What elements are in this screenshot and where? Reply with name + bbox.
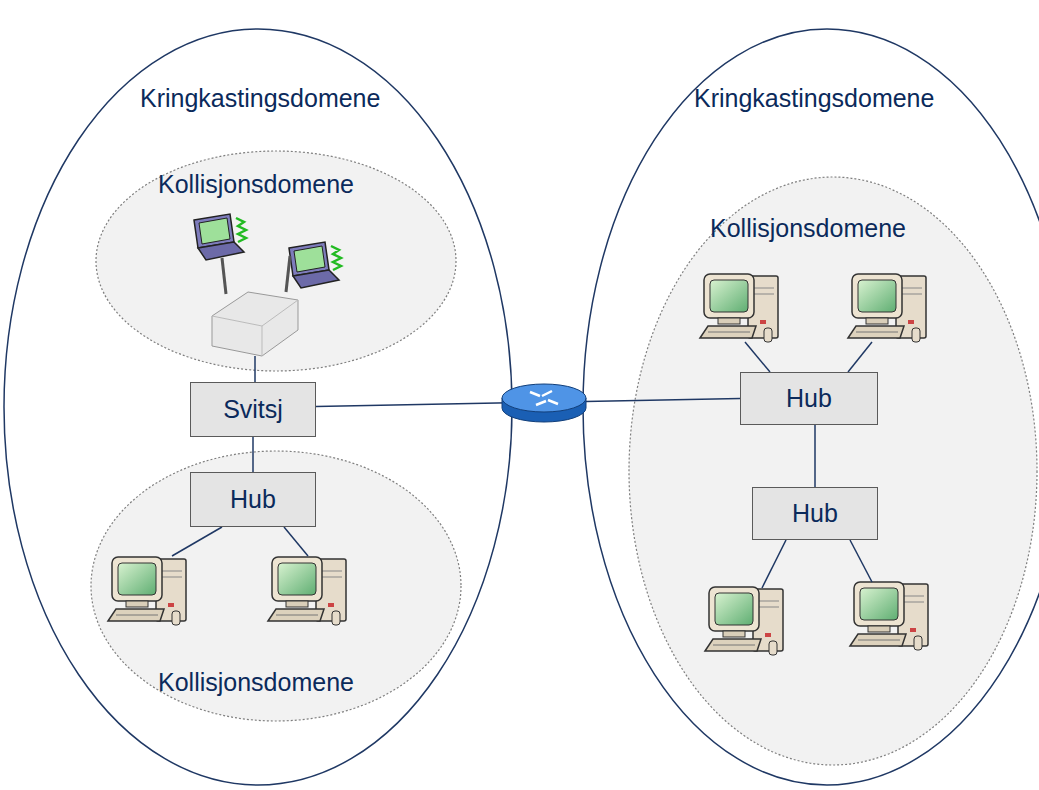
domain-label: Kollisjonsdomene [710,214,906,243]
broadcast-domain: KringkastingsdomeneKollisjonsdomeneHubHu… [582,28,1039,786]
access-point [212,256,298,356]
domain-label: Kringkastingsdomene [140,84,380,113]
domain-label: Kollisjonsdomene [158,668,354,697]
collision-domain: Kollisjonsdomene Hub [90,450,462,722]
domain-label: Kollisjonsdomene [158,170,354,199]
link-line [814,425,816,487]
collision-domain: Kollisjonsdomene [95,150,457,372]
box-label: Hub [792,499,838,528]
broadcast-domain: KringkastingsdomeneKollisjonsdomeneSvits… [3,28,513,786]
collision-outline [628,176,1038,766]
hub-box: Hub [740,372,878,425]
hub-box: Hub [190,472,316,527]
box-label: Svitsj [223,395,283,424]
switch-box: Svitsj [190,382,316,437]
domain-label: Kringkastingsdomene [694,84,934,113]
box-label: Hub [230,485,276,514]
hub-box: Hub [752,487,878,540]
collision-domain: KollisjonsdomeneHubHub [628,176,1038,766]
box-label: Hub [786,384,832,413]
link-line [252,437,254,472]
